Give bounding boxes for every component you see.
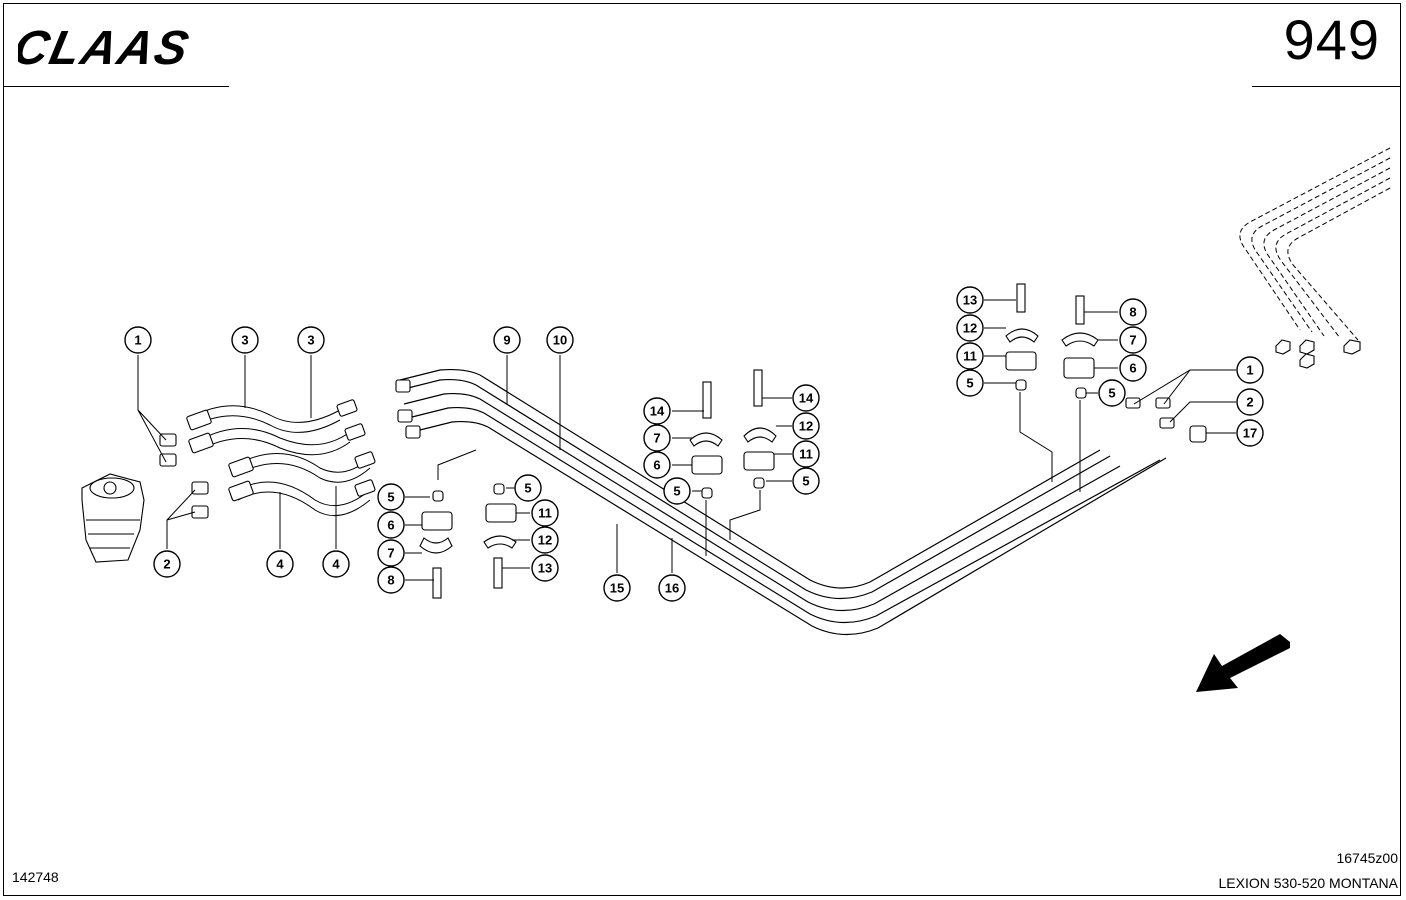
- logo-underline: [3, 86, 229, 87]
- callout-6: 6: [377, 511, 405, 539]
- flow-direction-arrow: [1196, 634, 1290, 692]
- svg-text:7: 7: [653, 431, 660, 446]
- svg-text:17: 17: [1243, 426, 1257, 441]
- svg-text:4: 4: [332, 557, 340, 572]
- callout-10: 10: [546, 326, 574, 354]
- callout-12: 12: [792, 412, 820, 440]
- svg-text:8: 8: [1129, 305, 1136, 320]
- callout-7: 7: [377, 539, 405, 567]
- svg-text:14: 14: [650, 404, 665, 419]
- callout-14: 14: [792, 384, 820, 412]
- svg-text:3: 3: [241, 333, 248, 348]
- model-name: LEXION 530-520 MONTANA: [1218, 875, 1398, 891]
- callout-8: 8: [1119, 298, 1147, 326]
- svg-text:9: 9: [503, 333, 510, 348]
- page-number: 949: [1283, 8, 1380, 71]
- callout-12: 12: [531, 526, 559, 554]
- svg-text:16: 16: [665, 581, 679, 596]
- svg-text:12: 12: [538, 533, 552, 548]
- hydraulic-motor: [81, 473, 145, 563]
- callout-5: 5: [792, 467, 820, 495]
- clamp-parts: [419, 283, 1207, 599]
- callout-3: 3: [231, 326, 259, 354]
- callout-5: 5: [956, 369, 984, 397]
- document-id: 142748: [12, 869, 59, 885]
- callout-5: 5: [514, 474, 542, 502]
- svg-text:5: 5: [966, 376, 973, 391]
- leader-lines: [137, 299, 1236, 581]
- dashed-pipe-continuation: [1239, 147, 1391, 341]
- page-number-underline: [1252, 86, 1400, 87]
- callout-5: 5: [663, 477, 691, 505]
- svg-text:2: 2: [163, 557, 170, 572]
- callout-1: 1: [1236, 356, 1264, 384]
- callout-1: 1: [124, 326, 152, 354]
- hoses-left: [159, 379, 421, 519]
- svg-text:12: 12: [799, 419, 813, 434]
- svg-text:11: 11: [799, 447, 813, 462]
- callout-16: 16: [658, 574, 686, 602]
- svg-text:7: 7: [387, 546, 394, 561]
- callout-7: 7: [1119, 326, 1147, 354]
- svg-text:1: 1: [134, 333, 141, 348]
- svg-text:CLAAS: CLAAS: [18, 21, 195, 70]
- callout-13: 13: [956, 286, 984, 314]
- callout-5: 5: [1098, 379, 1126, 407]
- callout-17: 17: [1236, 419, 1264, 447]
- callout-6: 6: [1119, 354, 1147, 382]
- drawing-code: 16745z00: [1336, 850, 1398, 866]
- svg-text:12: 12: [963, 321, 977, 336]
- svg-text:6: 6: [387, 518, 394, 533]
- callout-4: 4: [266, 550, 294, 578]
- drawing-frame: [3, 3, 1401, 896]
- claas-logo: CLAAS: [18, 21, 195, 70]
- svg-text:6: 6: [653, 458, 660, 473]
- callout-11: 11: [792, 440, 820, 468]
- svg-text:11: 11: [538, 506, 552, 521]
- svg-text:11: 11: [963, 349, 977, 364]
- callout-4: 4: [322, 550, 350, 578]
- svg-text:7: 7: [1129, 333, 1136, 348]
- svg-text:5: 5: [802, 474, 809, 489]
- svg-text:10: 10: [553, 333, 567, 348]
- callout-5: 5: [377, 483, 405, 511]
- callout-11: 11: [531, 499, 559, 527]
- callout-14: 14: [643, 397, 671, 425]
- pipe-bundle: [399, 368, 1167, 636]
- callout-12: 12: [956, 314, 984, 342]
- callout-13: 13: [531, 554, 559, 582]
- callout-2: 2: [153, 550, 181, 578]
- svg-text:8: 8: [387, 573, 394, 588]
- callout-6: 6: [643, 451, 671, 479]
- callout-15: 15: [603, 574, 631, 602]
- callout-9: 9: [493, 326, 521, 354]
- fittings-top-right: [1275, 339, 1361, 369]
- svg-text:2: 2: [1246, 395, 1253, 410]
- callout-7: 7: [643, 424, 671, 452]
- svg-text:5: 5: [1108, 386, 1115, 401]
- svg-text:5: 5: [387, 490, 394, 505]
- callout-3: 3: [297, 326, 325, 354]
- svg-text:3: 3: [307, 333, 314, 348]
- svg-text:4: 4: [276, 557, 284, 572]
- svg-text:15: 15: [610, 581, 624, 596]
- callout-8: 8: [377, 566, 405, 594]
- svg-text:1: 1: [1246, 363, 1253, 378]
- svg-text:14: 14: [799, 391, 814, 406]
- callout-2: 2: [1236, 388, 1264, 416]
- svg-text:6: 6: [1129, 361, 1136, 376]
- svg-text:5: 5: [524, 481, 531, 496]
- svg-text:13: 13: [538, 561, 552, 576]
- svg-text:5: 5: [673, 484, 680, 499]
- callout-11: 11: [956, 342, 984, 370]
- svg-text:13: 13: [963, 293, 977, 308]
